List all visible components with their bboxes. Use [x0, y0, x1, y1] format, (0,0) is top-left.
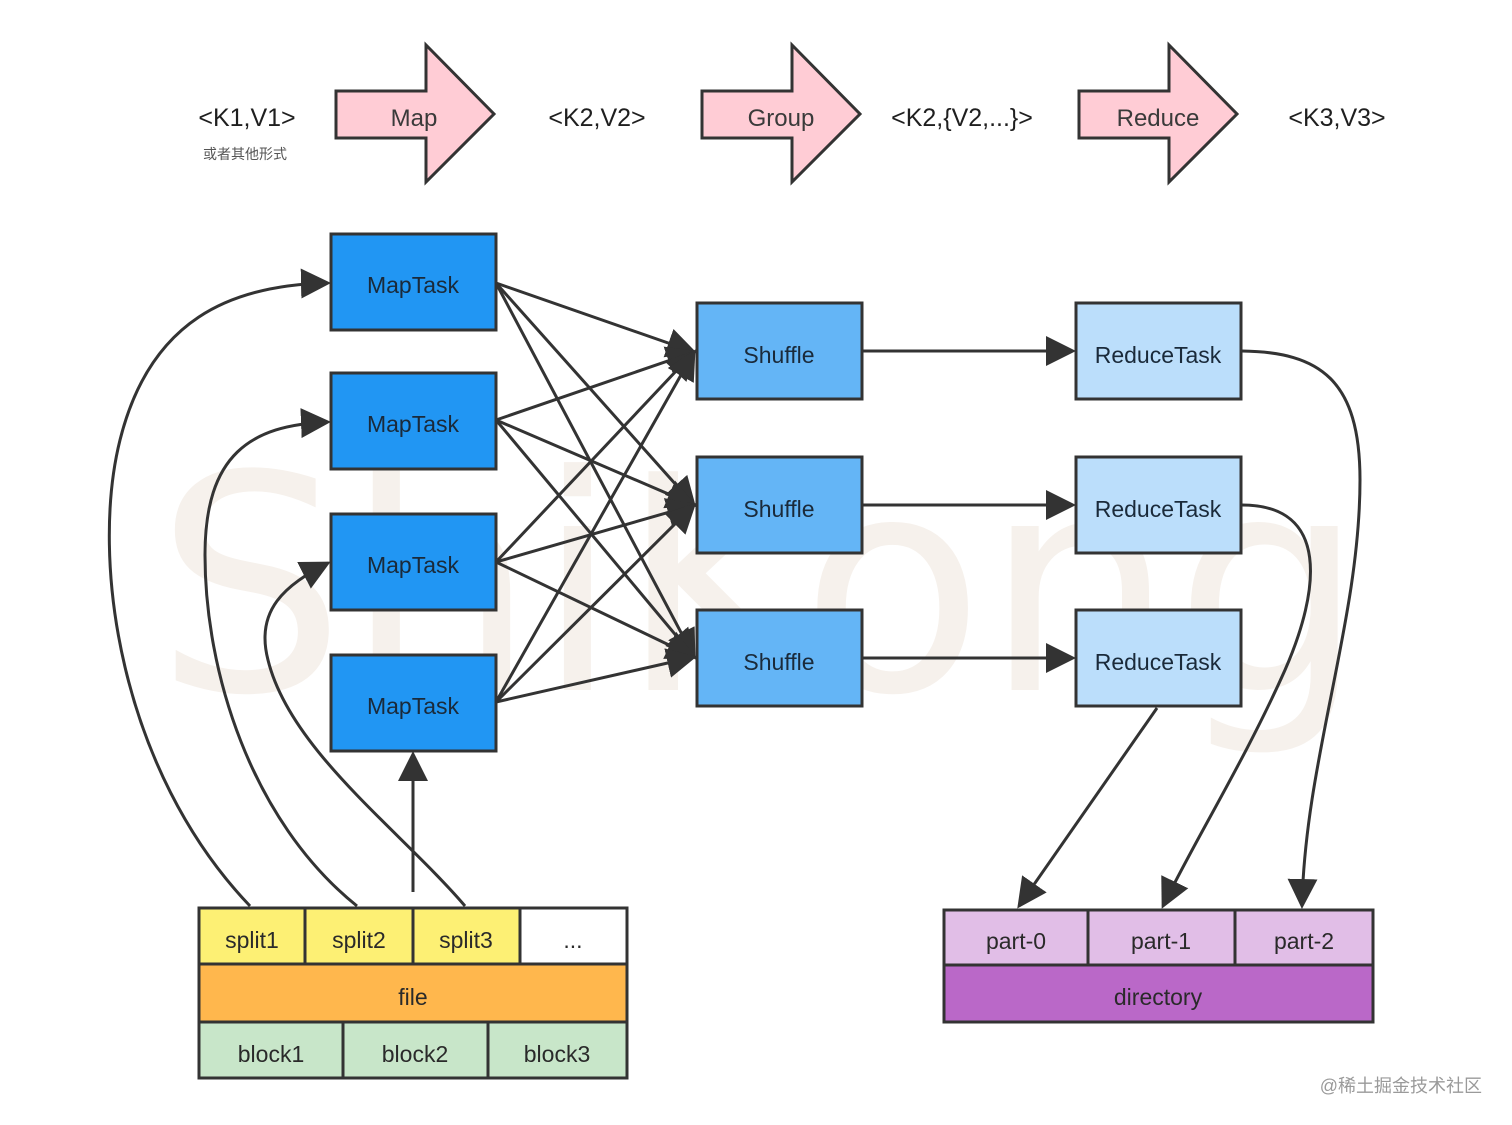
reducetask-box: ReduceTask	[1074, 455, 1243, 555]
split-label: split1	[225, 927, 279, 953]
kv1-note: 或者其他形式	[203, 146, 287, 162]
edge-map1-shuffle1	[495, 281, 697, 358]
part-label: part-0	[986, 928, 1046, 954]
part-label: part-1	[1131, 928, 1191, 954]
split-more-label: ...	[563, 927, 582, 953]
edge-split2-map2	[203, 408, 358, 908]
maptask-box: MapTask	[329, 371, 498, 471]
file-bar	[197, 962, 629, 1024]
edge-split1-map1	[107, 268, 331, 908]
shuffle-box: Shuffle	[695, 608, 864, 708]
reduce-stage-label: Reduce	[1117, 105, 1200, 132]
reducetask-label: ReduceTask	[1095, 649, 1222, 675]
kv2-list-label: <K2,{V2,...}>	[891, 104, 1033, 132]
directory-bar	[942, 963, 1375, 1024]
shuffle-box: Shuffle	[695, 301, 864, 401]
map-stage-arrow	[334, 41, 497, 186]
maptask-box: MapTask	[329, 232, 498, 332]
part-cell	[1233, 908, 1375, 967]
input-file-stack: split1 split2 split3 ... file block1 blo…	[197, 906, 629, 1080]
edge-map3-shuffle2	[495, 498, 697, 564]
file-label: file	[398, 984, 427, 1010]
part-label: part-2	[1274, 928, 1334, 954]
shuffle-box: Shuffle	[695, 455, 864, 555]
edge-map4-shuffle2	[494, 502, 697, 704]
kv1-label: <K1,V1>	[198, 104, 295, 132]
map-stage-label: Map	[391, 105, 438, 132]
split-label: split2	[332, 927, 386, 953]
reducetask-box: ReduceTask	[1074, 608, 1243, 708]
reducetask-label: ReduceTask	[1095, 342, 1222, 368]
block-label: block3	[524, 1041, 590, 1067]
maptask-label: MapTask	[367, 693, 460, 719]
edge-map4-shuffle1	[494, 349, 696, 703]
split-label: split3	[439, 927, 493, 953]
edge-reduce2-part1	[1161, 503, 1312, 909]
output-directory-stack: part-0 part-1 part-2 directory	[942, 908, 1375, 1024]
edge-map4-shuffle3	[495, 648, 697, 704]
block-cell	[341, 1020, 490, 1080]
edge-map2-shuffle1	[495, 346, 697, 422]
group-stage-arrow	[700, 41, 863, 186]
split-cell	[411, 906, 522, 966]
maptask-label: MapTask	[367, 552, 460, 578]
reducetask-label: ReduceTask	[1095, 496, 1222, 522]
edge-map1-shuffle2	[494, 282, 696, 508]
block-cell	[197, 1020, 345, 1080]
credit-text: @稀土掘金技术社区	[1320, 1076, 1482, 1096]
maptask-label: MapTask	[367, 272, 460, 298]
block-cell	[486, 1020, 629, 1080]
group-stage-label: Group	[748, 105, 815, 132]
reducetask-box: ReduceTask	[1074, 301, 1243, 401]
kv3-label: <K3,V3>	[1288, 104, 1385, 132]
split-cell-more	[518, 906, 629, 966]
directory-label: directory	[1114, 984, 1203, 1010]
maptask-box: MapTask	[329, 512, 498, 612]
block-label: block2	[382, 1041, 448, 1067]
edge-map1-shuffle3	[494, 282, 696, 660]
part-cell	[1086, 908, 1237, 967]
reduce-stage-arrow	[1077, 41, 1240, 186]
shuffle-label: Shuffle	[743, 342, 814, 368]
edge-reduce3-part0	[1017, 707, 1159, 909]
maptask-label: MapTask	[367, 411, 460, 437]
block-label: block1	[238, 1041, 304, 1067]
kv2-label: <K2,V2>	[548, 104, 645, 132]
maptask-box: MapTask	[329, 653, 498, 753]
edge-reduce1-part2	[1241, 349, 1362, 909]
map-to-shuffle-edges	[494, 281, 697, 704]
edge-map3-shuffle3	[495, 560, 697, 659]
edge-split2-map3	[263, 561, 467, 907]
edge-map2-shuffle2	[495, 418, 697, 509]
edge-map2-shuffle3	[494, 419, 696, 660]
edge-map3-shuffle1	[494, 349, 697, 564]
shuffle-label: Shuffle	[743, 649, 814, 675]
shuffle-label: Shuffle	[743, 496, 814, 522]
